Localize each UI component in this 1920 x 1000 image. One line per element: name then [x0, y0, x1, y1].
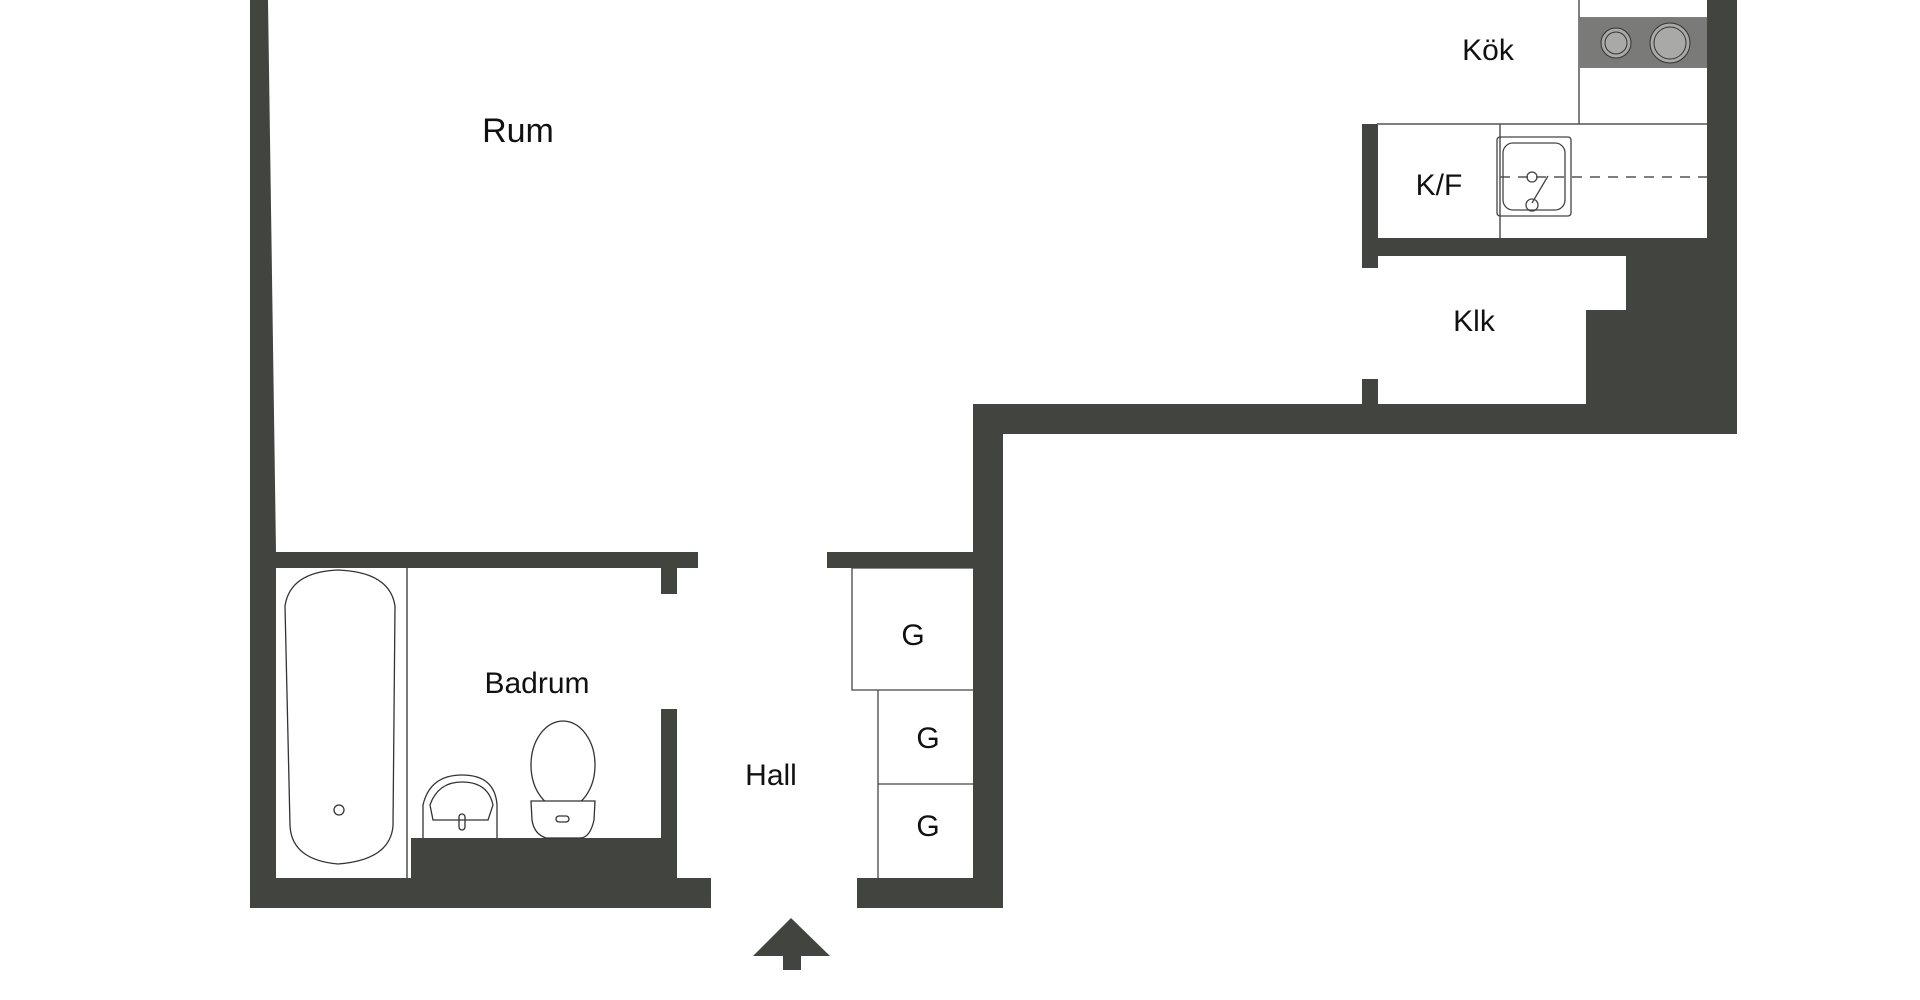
- sink-drain: [1526, 171, 1538, 183]
- washbasin-outer: [422, 774, 498, 838]
- sink-faucet: [1531, 175, 1549, 204]
- wall-klk-left-stub: [1362, 379, 1378, 405]
- burner-large-inner: [1653, 26, 1687, 60]
- washbasin-tap: [458, 813, 466, 831]
- wall-bathroom-top: [276, 552, 698, 568]
- burner-large: [1649, 22, 1691, 64]
- room-label-hall: Hall: [745, 759, 797, 792]
- wall-right: [1707, 0, 1737, 434]
- wall-bottom-left: [250, 878, 711, 908]
- room-label-kf: K/F: [1416, 169, 1463, 202]
- wall-closet-block: [1586, 256, 1707, 404]
- toilet: [530, 720, 596, 839]
- wardrobe-outline-1: [851, 567, 973, 691]
- kitchen-sink: [1496, 136, 1572, 217]
- wall-hall-top: [827, 552, 973, 568]
- toilet-flush: [555, 815, 570, 823]
- entrance-arrow-icon: [753, 918, 830, 970]
- wall-corridor-right: [973, 404, 1003, 908]
- toilet-tank: [530, 800, 596, 839]
- room-label-badrum: Badrum: [484, 667, 589, 700]
- wall-kitchen-bottom: [1377, 238, 1707, 256]
- sink-faucet-base: [1525, 198, 1539, 212]
- room-label-wardrobe-2: G: [916, 722, 939, 755]
- bathtub-shape: [284, 569, 396, 865]
- wall-kf-left: [1362, 124, 1378, 268]
- wall-mid-horizontal: [973, 404, 1737, 434]
- toilet-bowl: [530, 720, 596, 810]
- room-label-klk: Klk: [1453, 305, 1496, 338]
- room-label-rum: Rum: [482, 112, 554, 150]
- bathtub-drain: [333, 804, 345, 816]
- wall-bathroom-door-stub-top: [661, 568, 677, 594]
- bathroom-counter: [411, 838, 661, 878]
- sink-outer: [1496, 136, 1572, 217]
- burner-small-inner: [1604, 31, 1628, 55]
- stove-burners: [1600, 22, 1691, 64]
- room-label-wardrobe-1: G: [901, 619, 924, 652]
- wardrobes: [851, 567, 973, 878]
- walls: [250, 0, 1737, 908]
- bathtub: [284, 568, 408, 878]
- washbasin-inner: [429, 781, 494, 821]
- room-label-wardrobe-3: G: [916, 810, 939, 843]
- wall-left: [250, 0, 276, 908]
- washbasin: [422, 774, 498, 838]
- wall-bathroom-right: [661, 709, 677, 879]
- room-label-kok: Kök: [1462, 34, 1515, 67]
